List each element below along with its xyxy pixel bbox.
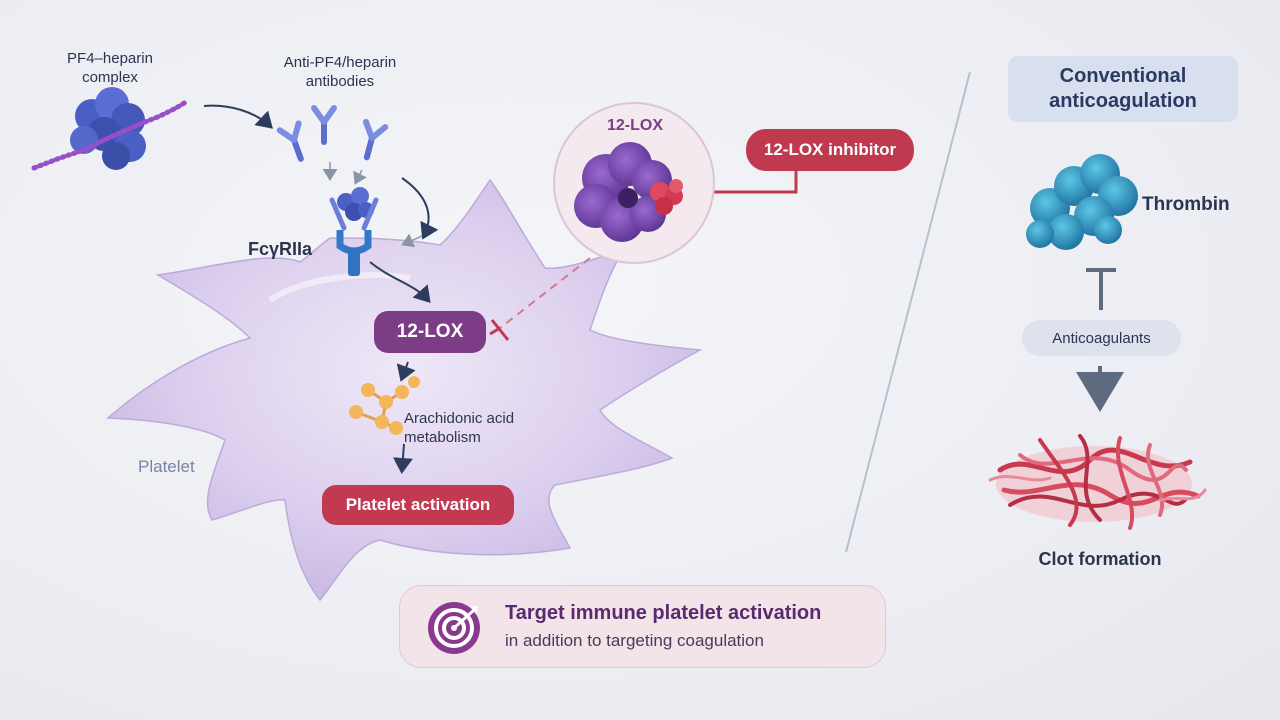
fc-receptor-icon: [329, 187, 379, 276]
clot-formation-label: Clot formation: [1038, 549, 1162, 569]
inhibitor-connector: [708, 168, 798, 194]
platelet-activation-pill: Platelet activation: [322, 485, 514, 525]
12lox-inhibitor-pill: 12-LOX inhibitor: [746, 129, 914, 171]
arachidonic-label: Arachidonic acid metabolism: [404, 410, 515, 446]
target-title: Target immune platelet activation: [505, 602, 822, 624]
platelet-label: Platelet: [138, 457, 195, 476]
arrow-metabolism-to-activation: [392, 443, 413, 474]
arrow-receptor-to-12lox: [369, 261, 431, 304]
anticoagulants-pill: Anticoagulants: [1022, 320, 1181, 356]
pf4-heparin-complex-icon: [31, 87, 189, 171]
antibody-icons: [276, 105, 389, 162]
arrow-complex-to-antibodies: [203, 104, 273, 129]
arachidonic-molecule-icon: [349, 376, 420, 435]
zoom-12lox-label: 12-LOX: [606, 117, 663, 134]
arrow-ab-down-2: [353, 169, 367, 185]
zoom-connector-dashed: [499, 257, 591, 329]
pf4-heparin-label: PF4–heparin complex: [67, 50, 153, 86]
arrow-ab-to-platelet: [401, 177, 439, 240]
12lox-pill: 12-LOX: [374, 311, 486, 353]
thrombin-inhibition-tee: [1086, 268, 1116, 310]
clot-icon: [988, 434, 1207, 530]
anti-pf4-antibodies-label: Anti-PF4/heparin antibodies: [283, 54, 397, 90]
thrombin-label: Thrombin: [1142, 194, 1230, 215]
target-subtitle: in addition to targeting coagulation: [505, 631, 764, 650]
arrow-12lox-to-metabolism: [396, 361, 416, 382]
section-divider: [845, 71, 971, 553]
target-icon: [428, 602, 480, 654]
thrombin-icon: [1026, 154, 1138, 250]
fc-receptor-label: FcγRIIa: [248, 239, 313, 259]
target-callout: [399, 585, 886, 668]
conventional-anticoagulation-title: Conventional anticoagulation: [1008, 56, 1238, 122]
inhibition-tee-platelet: [489, 319, 510, 341]
arrow-small-gray: [401, 233, 423, 248]
